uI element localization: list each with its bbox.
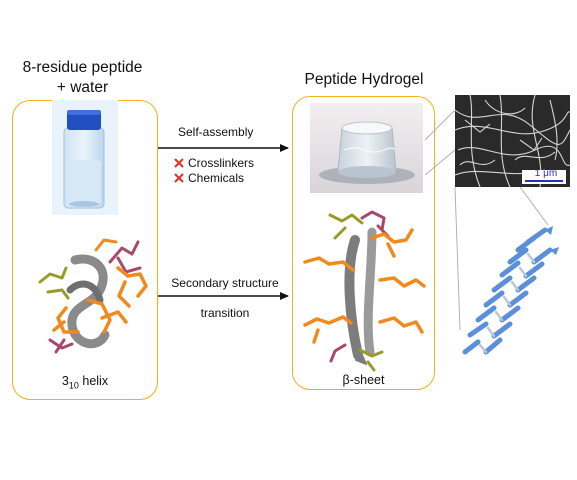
helix-caption-prefix: 3: [61, 374, 69, 388]
left-title-line1: 8-residue peptide: [22, 59, 143, 76]
transition-label-line2: transition: [200, 306, 250, 320]
vial-image: [52, 100, 118, 215]
transition-label-line1: Secondary structure: [171, 276, 279, 290]
hydrogel-image: [310, 103, 423, 193]
helix-model: [38, 238, 148, 354]
cross-icon-crosslinkers: [174, 158, 184, 168]
scale-bar-label: 1 μm: [534, 168, 558, 179]
right-title: Peptide Hydrogel: [304, 71, 424, 88]
beta-sheet-model: [303, 210, 426, 372]
excluded-crosslinkers: Crosslinkers: [188, 156, 255, 170]
left-title-line2: + water: [56, 79, 109, 96]
zoom-lines: [424, 109, 549, 331]
helix-caption-suffix: helix: [78, 374, 109, 388]
beta-sheet-caption: β-sheet: [342, 373, 385, 387]
helix-caption-subscript: 10: [68, 380, 79, 391]
left-title: 8-residue peptide + water: [0, 58, 165, 98]
self-assembly-label: Self-assembly: [178, 125, 254, 139]
helix-caption: 310 helix: [12, 374, 158, 391]
sem-micrograph: [454, 94, 571, 188]
excluded-chemicals: Chemicals: [188, 171, 245, 185]
cross-icon-chemicals: [174, 173, 184, 183]
right-panel: [292, 96, 435, 390]
fibril-model: [462, 226, 559, 355]
